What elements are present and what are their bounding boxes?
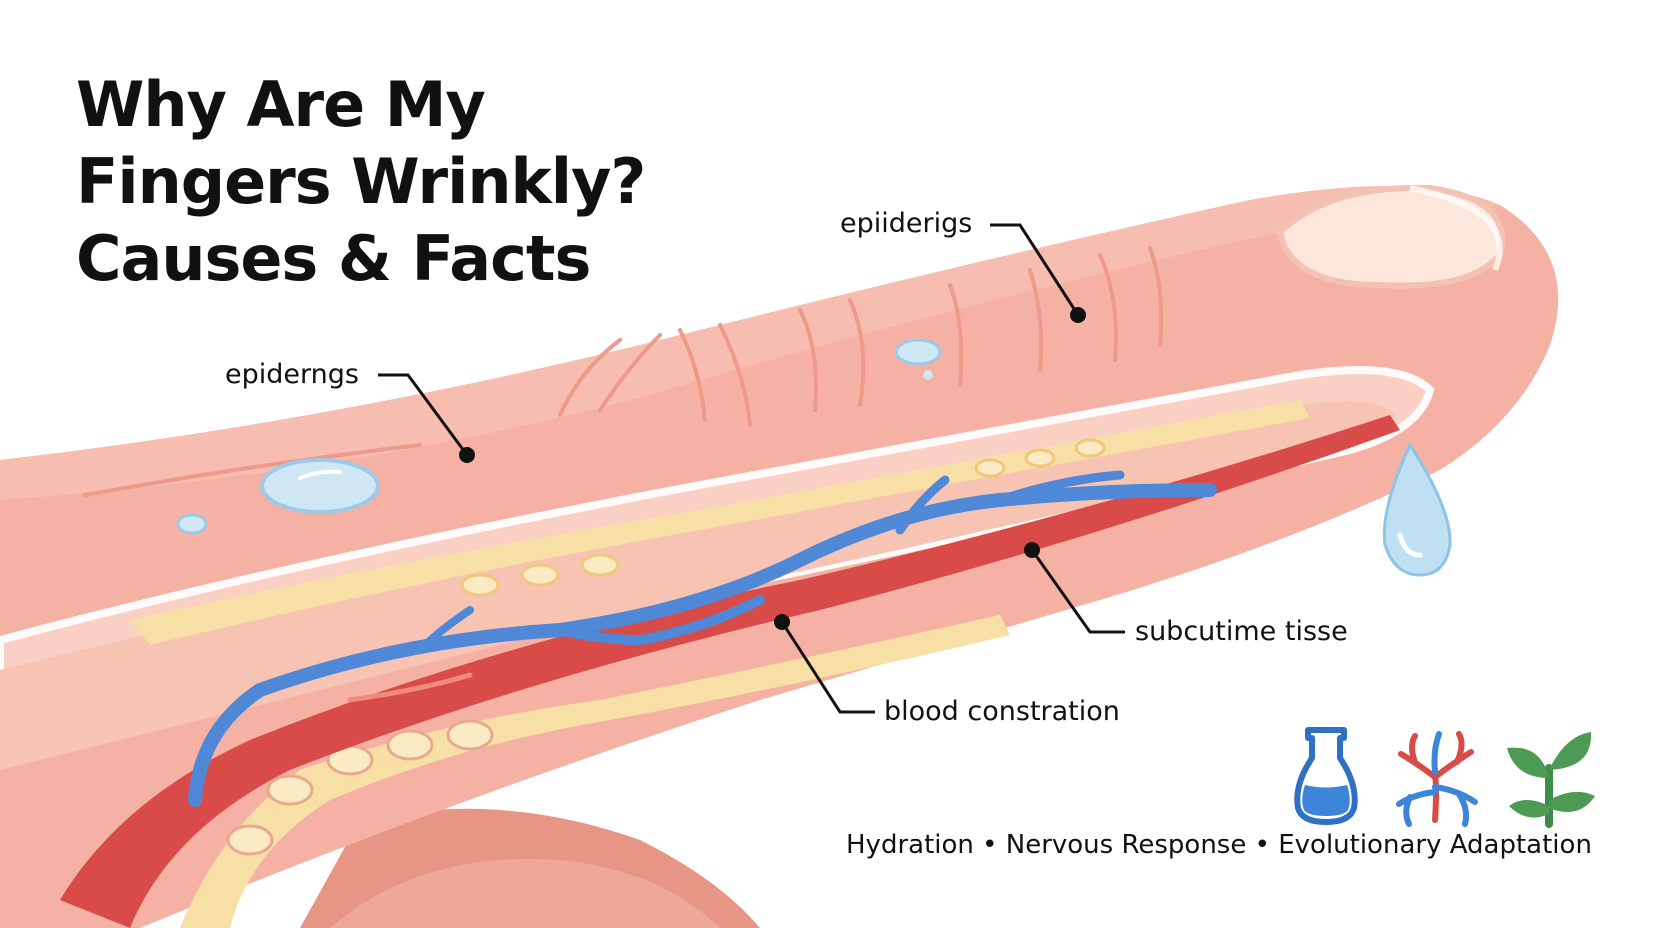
title-line-2: Fingers Wrinkly? <box>76 145 646 218</box>
footer-topics: Hydration • Nervous Response • Evolution… <box>846 830 1592 860</box>
fat-cells-bottom <box>226 719 494 856</box>
droplet-dot <box>923 370 933 380</box>
finger-top-shade <box>0 186 1500 500</box>
page-title: Why Are My Fingers Wrinkly? Causes & Fac… <box>76 66 646 297</box>
droplet-top <box>894 338 942 366</box>
leader-lines <box>378 223 1125 714</box>
title-line-3: Causes & Facts <box>76 222 591 295</box>
label-epidermis-top: epiiderigs <box>840 208 973 239</box>
label-epidermis-left: epiderngs <box>225 359 359 390</box>
footer-nervous-response: Nervous Response <box>1005 830 1247 860</box>
flask-icon <box>1294 727 1358 825</box>
footer-separator: • <box>982 830 998 860</box>
footer-separator: • <box>1254 830 1270 860</box>
droplet-small <box>176 513 208 535</box>
nail-rim <box>1409 185 1503 272</box>
water-droplets <box>176 338 1452 577</box>
fat-layer-top <box>130 400 1310 645</box>
title-line-1: Why Are My <box>76 68 486 141</box>
artery-highlight <box>347 672 473 703</box>
wrinkle-lines <box>83 246 1164 497</box>
leader-dots <box>459 307 1086 630</box>
artery <box>60 415 1400 928</box>
fat-cells-top <box>460 438 1106 597</box>
label-subcutaneous: subcutime tisse <box>1135 616 1348 647</box>
label-blood: blood constration <box>884 696 1120 727</box>
sprout-icon <box>1507 732 1595 828</box>
palm-highlight <box>330 858 720 928</box>
nerve-icon <box>1396 731 1478 827</box>
veins <box>188 470 1217 807</box>
footer-evolutionary-adaptation: Evolutionary Adaptation <box>1278 830 1592 860</box>
footer-hydration: Hydration <box>846 830 974 860</box>
droplet-large <box>260 458 380 514</box>
